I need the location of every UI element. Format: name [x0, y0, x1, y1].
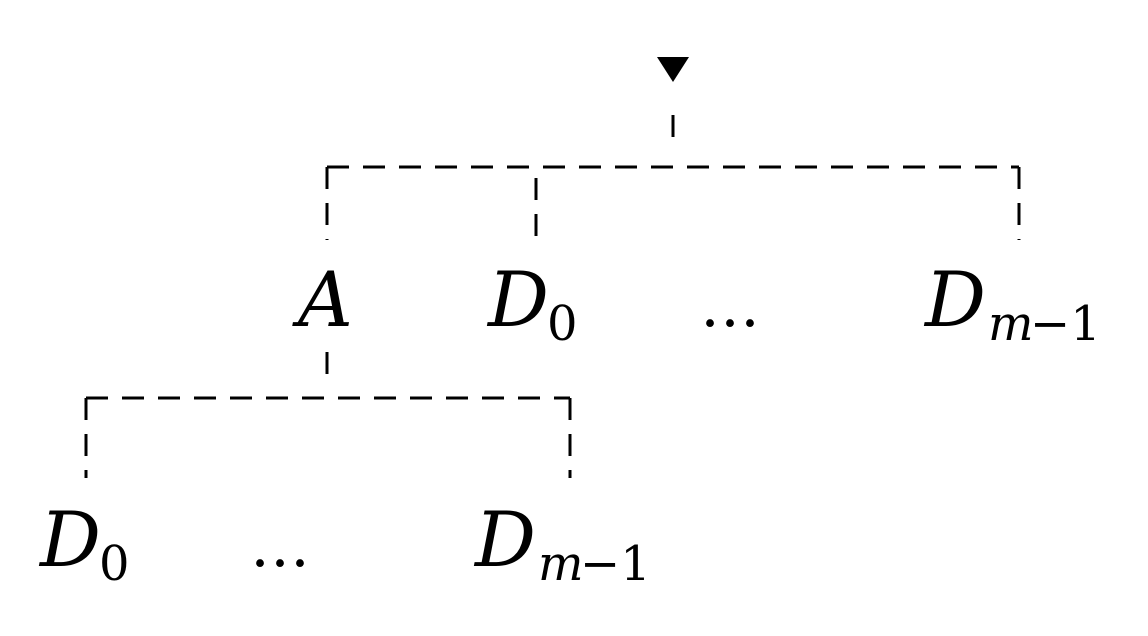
node-d0-subscript: 0: [547, 296, 578, 352]
level2-node-d0-base: D: [38, 495, 101, 584]
root-arrow-icon: [657, 57, 689, 82]
node-dm1-subscript-rest: −1: [1030, 296, 1101, 352]
node-d0: D 0: [486, 255, 578, 352]
level2-node-dm1-subscript-var: m: [538, 536, 584, 592]
level2-ellipsis: …: [250, 511, 320, 581]
level2-node-dm1: D m −1: [473, 495, 651, 592]
level2-node-d0: D 0: [38, 495, 130, 592]
level2-node-dm1-subscript-rest: −1: [580, 536, 651, 592]
level2-node-dm1-base: D: [473, 495, 536, 584]
level1-ellipsis: …: [700, 271, 770, 341]
level2-node-d0-subscript: 0: [99, 536, 130, 592]
node-dm1-subscript-var: m: [988, 296, 1034, 352]
node-a: A: [292, 255, 353, 344]
node-d0-base: D: [486, 255, 549, 344]
node-dm1: D m −1: [923, 255, 1101, 352]
node-dm1-base: D: [923, 255, 986, 344]
